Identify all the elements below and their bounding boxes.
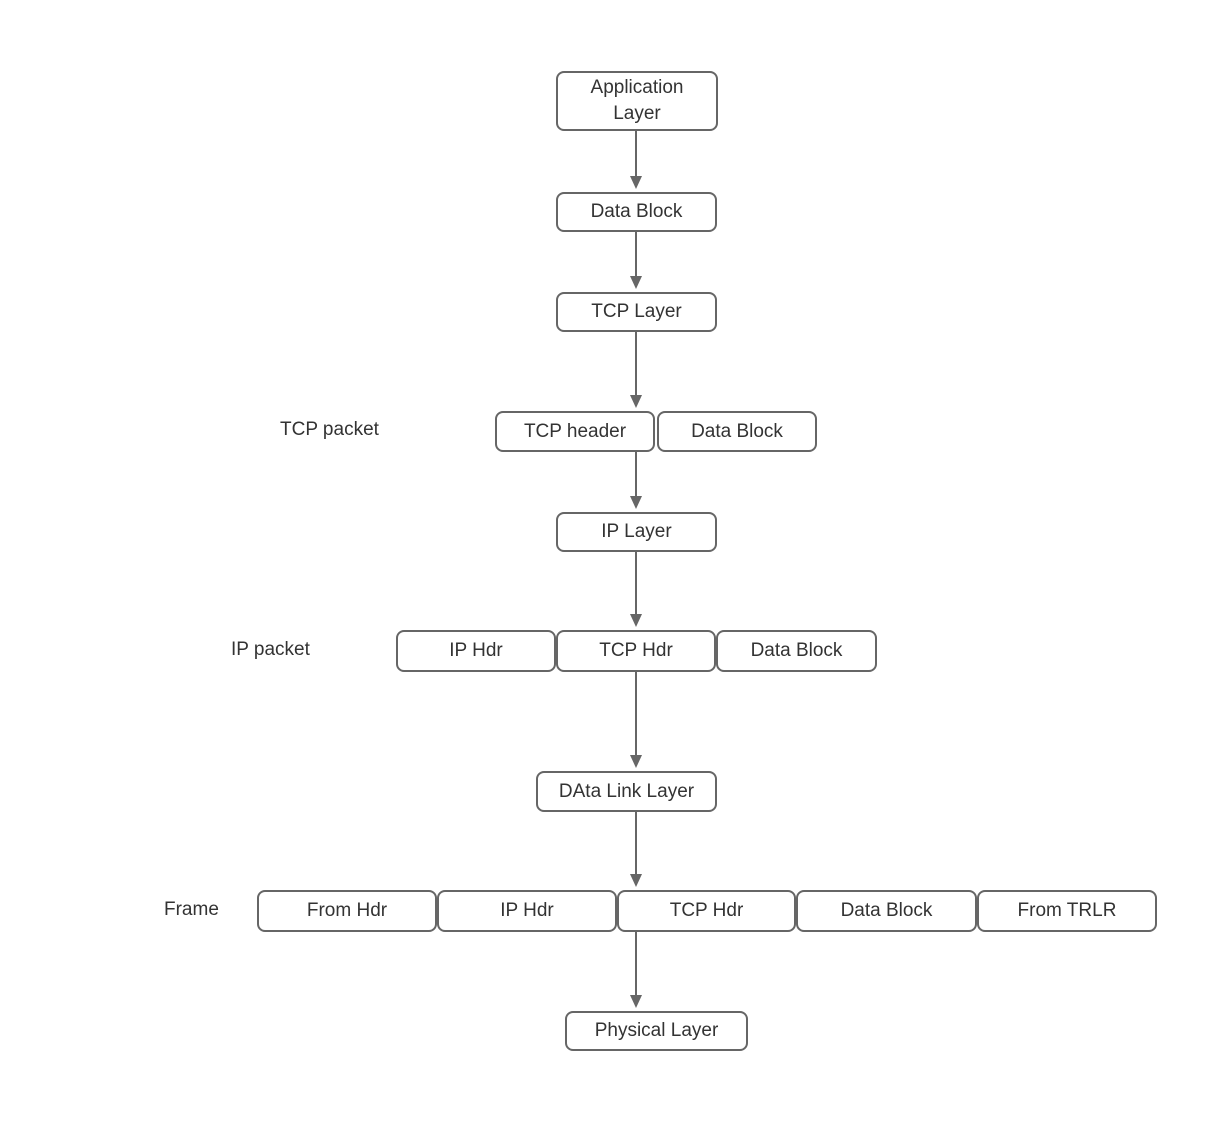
arrow-shaft [635, 332, 637, 397]
arrow-shaft [635, 932, 637, 997]
node-application-layer: Application Layer [556, 71, 718, 131]
arrow-head-icon [630, 176, 642, 189]
arrow-shaft [635, 552, 637, 616]
node-data-link-layer: DAta Link Layer [536, 771, 717, 812]
arrow-head-icon [630, 614, 642, 627]
node-frame-ip-hdr-label: IP Hdr [500, 900, 554, 921]
node-ip-packet-tcp-hdr: TCP Hdr [556, 630, 716, 672]
node-ip-packet-data-block-label: Data Block [750, 640, 843, 661]
node-data-block-top-label: Data Block [590, 201, 683, 222]
node-frame-tcp-hdr: TCP Hdr [617, 890, 796, 932]
arrow-data-block-to-tcp-layer [629, 232, 643, 289]
side-label-frame: Frame [164, 899, 219, 920]
arrow-frame-to-physical-layer [629, 932, 643, 1008]
node-frame-from-hdr-label: From Hdr [306, 900, 388, 921]
arrow-shaft [635, 672, 637, 757]
arrow-shaft [635, 452, 637, 498]
node-data-block-top: Data Block [556, 192, 717, 232]
arrow-application-to-data-block [629, 131, 643, 189]
arrow-data-link-layer-to-frame [629, 812, 643, 887]
side-label-tcp-packet: TCP packet [280, 419, 379, 440]
node-application-layer-label: Application Layer [590, 77, 684, 124]
node-frame-ip-hdr: IP Hdr [437, 890, 617, 932]
node-tcp-packet-data-block: Data Block [657, 411, 817, 452]
arrow-head-icon [630, 276, 642, 289]
node-ip-layer-label: IP Layer [601, 521, 672, 542]
arrow-shaft [635, 232, 637, 278]
node-ip-layer: IP Layer [556, 512, 717, 552]
node-ip-packet-tcp-hdr-label: TCP Hdr [599, 640, 673, 661]
arrow-shaft [635, 131, 637, 178]
node-ip-packet-data-block: Data Block [716, 630, 877, 672]
node-tcp-header: TCP header [495, 411, 655, 452]
arrow-tcp-layer-to-tcp-packet [629, 332, 643, 408]
node-frame-data-block: Data Block [796, 890, 977, 932]
node-tcp-packet-data-block-label: Data Block [691, 420, 783, 442]
node-frame-from-trlr-label: From TRLR [1017, 900, 1117, 921]
node-data-link-layer-label: DAta Link Layer [558, 780, 695, 802]
node-physical-layer-label: Physical Layer [594, 1020, 719, 1041]
arrow-shaft [635, 812, 637, 876]
arrow-head-icon [630, 496, 642, 509]
node-ip-packet-ip-hdr-label: IP Hdr [449, 640, 503, 661]
side-label-ip-packet: IP packet [231, 639, 310, 660]
arrow-ip-packet-to-data-link-layer [629, 672, 643, 768]
node-tcp-layer: TCP Layer [556, 292, 717, 332]
node-tcp-header-label: TCP header [523, 420, 627, 442]
arrow-tcp-packet-to-ip-layer [629, 452, 643, 509]
node-frame-tcp-hdr-label: TCP Hdr [669, 900, 744, 921]
arrow-ip-layer-to-ip-packet [629, 552, 643, 627]
arrow-head-icon [630, 755, 642, 768]
arrow-head-icon [630, 874, 642, 887]
node-frame-from-trlr: From TRLR [977, 890, 1157, 932]
node-physical-layer: Physical Layer [565, 1011, 748, 1051]
node-frame-from-hdr: From Hdr [257, 890, 437, 932]
node-frame-data-block-label: Data Block [840, 900, 933, 921]
node-tcp-layer-label: TCP Layer [591, 301, 682, 322]
arrow-head-icon [630, 395, 642, 408]
node-ip-packet-ip-hdr: IP Hdr [396, 630, 556, 672]
arrow-head-icon [630, 995, 642, 1008]
